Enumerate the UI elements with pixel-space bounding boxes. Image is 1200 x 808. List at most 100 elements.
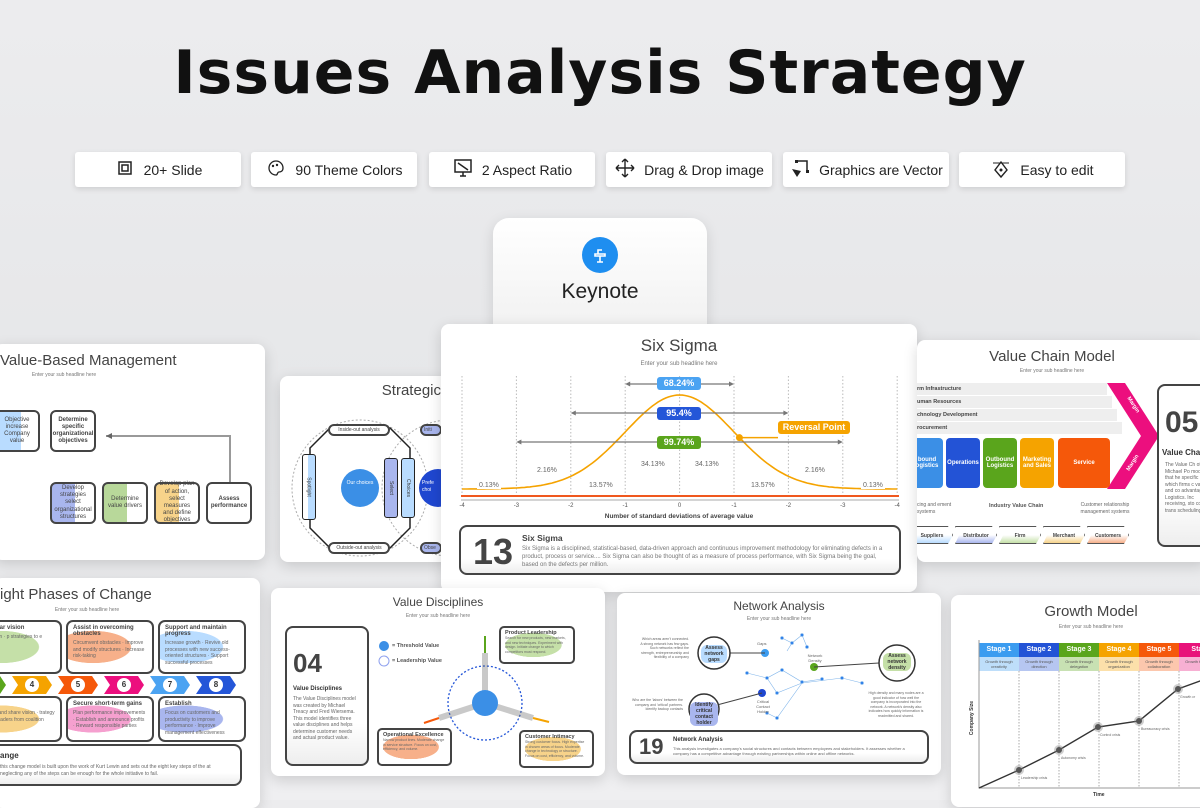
step-number: 5: [71, 678, 85, 692]
primary-activity: Outbound Logistics: [983, 438, 1017, 488]
stage-header: Stage 3: [1059, 643, 1099, 657]
slide-eight-phases[interactable]: ight Phases of Change Enter your sub hea…: [0, 578, 260, 808]
slide-six-sigma[interactable]: Six Sigma Enter your sub headline here 6…: [441, 324, 917, 592]
strategic-choices-box: Choices: [401, 458, 415, 518]
x-tick-label: -3: [513, 503, 520, 509]
x-tick-label: -4: [894, 503, 900, 509]
slide-title: ight Phases of Change: [0, 586, 152, 603]
pct-label: 2.16%: [535, 467, 559, 474]
phase-card: h a clear vision p a vision · p strategie…: [0, 620, 62, 674]
pct-label: 13.57%: [749, 482, 777, 489]
slide-number: 19: [639, 734, 664, 759]
box-text: This analysis investigates a company's s…: [673, 746, 905, 757]
phase-title: Support and maintain progress: [165, 625, 227, 637]
box-title: Value Cha: [1162, 448, 1200, 457]
strategic-label: Inside-out analysis: [328, 424, 390, 436]
pct-label: 0.13%: [861, 482, 885, 489]
step-number: 8: [209, 678, 223, 692]
slide-title: Value Disciplines: [392, 595, 484, 609]
slide-value-based-management[interactable]: Value-Based Management Enter your sub he…: [0, 344, 265, 560]
stage-subtitle: Growth through organization: [1099, 657, 1139, 671]
feature-label: Graphics are Vector: [819, 161, 943, 178]
crisis-point: [1136, 718, 1142, 724]
vbm-box: Determine specific organizational object…: [50, 410, 96, 452]
industry-chain-label: Industry Value Chain: [989, 503, 1044, 509]
description-box: 04 Value Disciplines The Value Disciplin…: [285, 626, 369, 766]
node-label: Network Density: [807, 653, 823, 664]
description-box: ange this change model is built upon the…: [0, 744, 242, 786]
primary-activity: bound ogistics: [917, 438, 943, 488]
slide-number: 05: [1165, 406, 1199, 439]
palette-icon: [265, 157, 287, 182]
description-box: 05 Value Cha The Value Ch of Michael Po …: [1157, 384, 1200, 547]
slide-title: Growth Model: [1044, 603, 1138, 620]
vbm-box: Objective increase Company value: [0, 410, 40, 452]
phase-title: h a clear vision: [0, 625, 25, 631]
phase-items: p a vision · p strategies to e vision: [0, 634, 43, 640]
keynote-label: Keynote: [561, 280, 639, 303]
feature-label: Easy to edit: [1020, 161, 1094, 178]
x-tick-label: -4: [459, 503, 465, 509]
axes: [978, 640, 1200, 789]
pct-label: 34.13%: [639, 461, 667, 468]
phase-title: ision: [0, 701, 55, 707]
x-axis-label: Number of standard deviations of average…: [604, 513, 754, 520]
network-circle-label: Assess network density: [883, 653, 911, 671]
step-number: 6: [117, 678, 131, 692]
support-row: chnology Development: [917, 409, 1117, 421]
card-title: Customer Intimacy: [525, 734, 575, 740]
phase-items: Plan performance improvements · Establis…: [73, 710, 146, 729]
phase-items: Circumvent obstacles · Improve and modif…: [73, 640, 145, 659]
feature-badge: 20+ Slide: [75, 152, 241, 187]
box-text: Six Sigma is a disciplined, statistical-…: [522, 546, 883, 569]
network-circle-label: Assess network gaps: [701, 645, 727, 663]
page-title: Issues Analysis Strategy: [173, 38, 1027, 108]
growth-chart: [978, 640, 1200, 789]
crisis-label: Control crisis: [1100, 733, 1121, 737]
step-number: 4: [25, 678, 39, 692]
range-99-badge: 99.74%: [657, 436, 701, 449]
pct-label: 0.13%: [477, 482, 501, 489]
slide-subtitle: Enter your sub headline here: [54, 607, 120, 613]
slide-growth-model[interactable]: Growth Model Enter your sub headline her…: [951, 595, 1200, 807]
node-label: Gaps: [757, 641, 767, 646]
slide-subtitle: Enter your sub headline here: [1019, 368, 1085, 374]
slide-title: Value Chain Model: [989, 348, 1115, 365]
description-box: 19 Network Analysis This analysis invest…: [629, 730, 929, 764]
slide-subtitle: Enter your sub headline here: [746, 616, 812, 622]
slide-strategic[interactable]: Strategic Inside-out analysis Outside-ou…: [280, 376, 450, 562]
range-68-badge: 68.24%: [657, 377, 701, 390]
slide-network-analysis[interactable]: Network Analysis Enter your sub headline…: [617, 593, 941, 775]
crisis-label: Leadership crisis: [1021, 776, 1048, 780]
box-title: ange: [0, 751, 19, 760]
slide-value-chain[interactable]: Value Chain Model Enter your sub headlin…: [917, 340, 1200, 562]
card-title: Operational Excellence: [383, 732, 444, 738]
y-axis-label: Company Size: [969, 700, 976, 736]
chain-step: Firm: [999, 526, 1041, 544]
card-text: Narrow product lines. Moderate change in…: [383, 738, 445, 752]
crisis-point: [1095, 724, 1101, 730]
slide-number: 13: [473, 531, 514, 572]
phase-items: unicate and share vision · trategy · min…: [0, 710, 55, 723]
slide-value-disciplines[interactable]: Value Disciplines Enter your sub headlin…: [271, 588, 605, 776]
slide-title: Value-Based Management: [0, 352, 177, 369]
box-title: Network Analysis: [673, 737, 723, 743]
slide-frame-icon: [114, 157, 136, 182]
phase-step-3: [0, 676, 6, 694]
primary-activity: Marketing and Sales: [1020, 438, 1054, 488]
feature-badge: 2 Aspect Ratio: [429, 152, 595, 187]
feature-label: 90 Theme Colors: [295, 161, 403, 178]
value-disciplines-diagram: [378, 636, 550, 741]
strategic-label: Choices: [405, 478, 412, 498]
legend-threshold: = Threshold Value: [392, 643, 440, 649]
phase-card: ision unicate and share vision · trategy …: [0, 696, 62, 742]
node-label: Critical Contact Holder: [756, 699, 770, 715]
phase-step: 6: [104, 676, 144, 694]
chain-step: Customers: [1087, 526, 1129, 544]
crisis-point: [1016, 767, 1022, 773]
description-box: 13 Six Sigma Six Sigma is a disciplined,…: [459, 525, 901, 575]
